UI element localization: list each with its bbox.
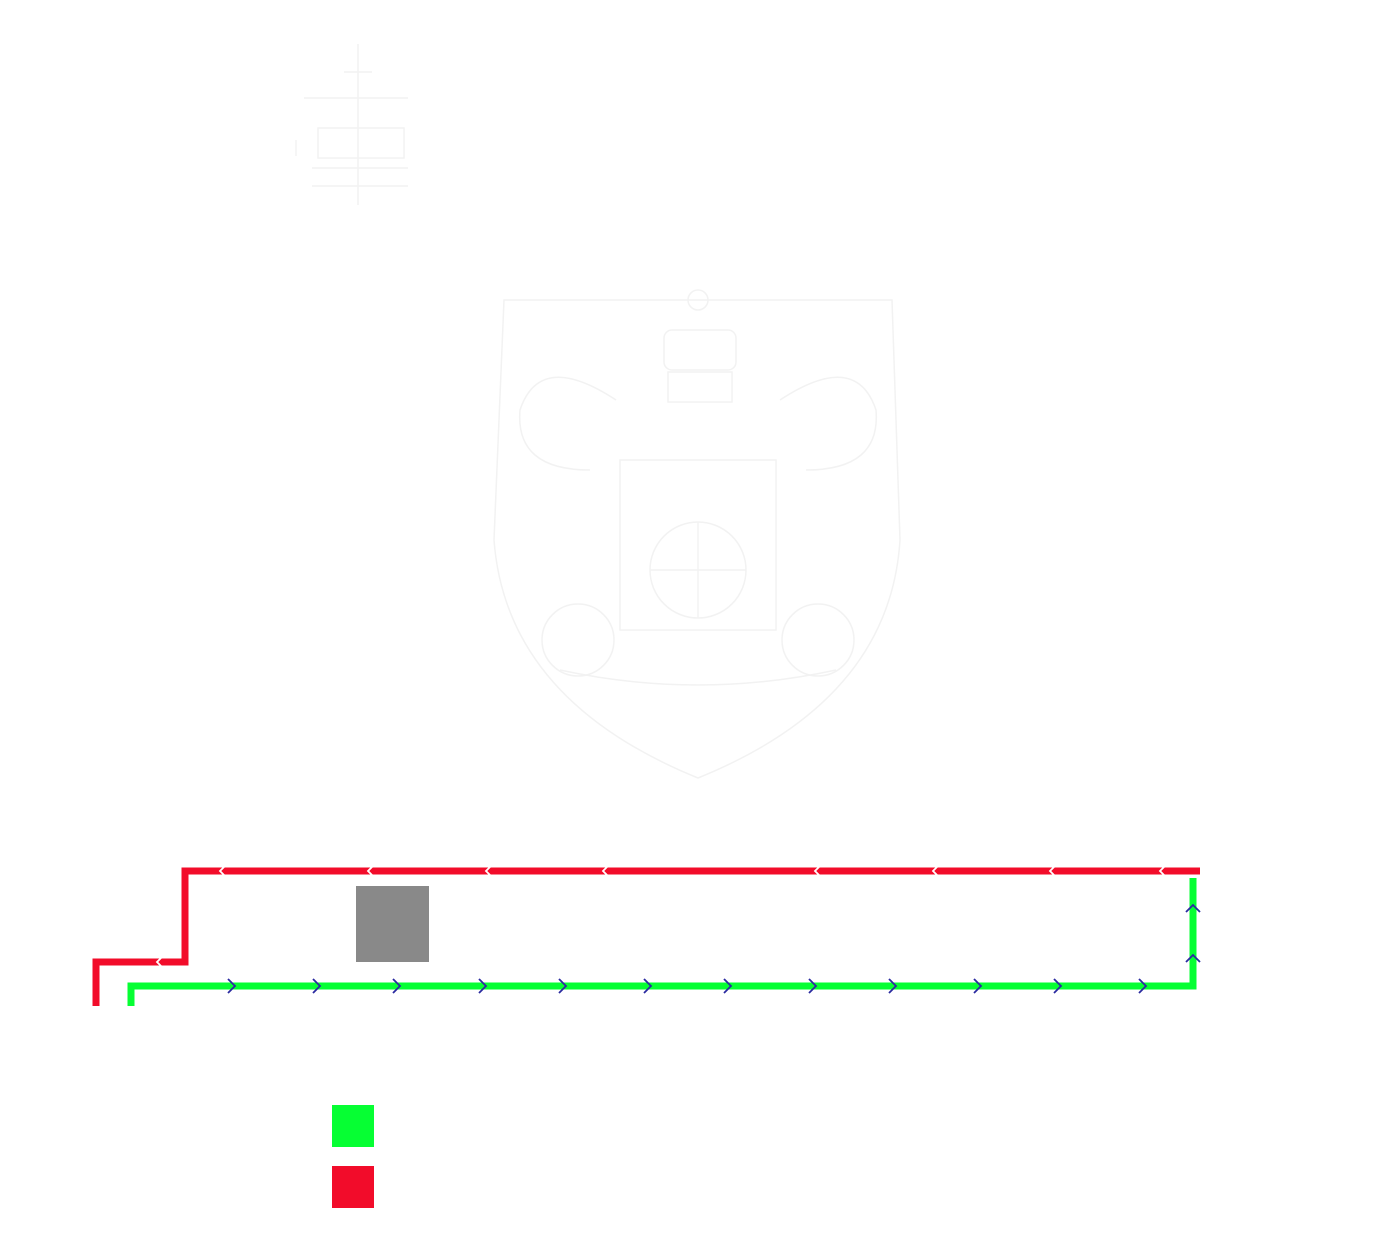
route-arrow-icon [808,978,818,994]
route-arrow-icon [723,978,733,994]
route-arrow-icon [931,863,941,879]
route-arrow-icon [218,863,228,879]
green-route-line [127,878,1197,1006]
route-arrow-icon [312,978,322,994]
route-arrow-icon [558,978,568,994]
route-arrow-icon [1158,863,1168,879]
route-arrow-icon [973,978,983,994]
gray-square-marker[interactable] [356,886,429,962]
route-arrow-icon [1053,978,1063,994]
route-arrow-icon [484,863,494,879]
coat-of-arms-watermark-icon [493,289,901,779]
route-arrow-icon [366,863,376,879]
route-arrow-icon [813,863,823,879]
route-arrow-icon [888,978,898,994]
route-arrow-icon [478,978,488,994]
legend-green-swatch [332,1105,374,1147]
red-route-line [92,867,1200,1006]
route-arrow-icon [1185,903,1201,913]
route-arrow-icon [1048,863,1058,879]
route-arrow-icon [1138,978,1148,994]
route-arrow-icon [392,978,402,994]
route-arrow-icon [1185,953,1201,963]
route-arrow-icon [155,954,165,970]
route-arrow-icon [601,863,611,879]
cross-emblem-watermark-icon [295,44,408,205]
legend-red-swatch [332,1166,374,1208]
route-arrow-icon [227,978,237,994]
route-arrow-icon [643,978,653,994]
